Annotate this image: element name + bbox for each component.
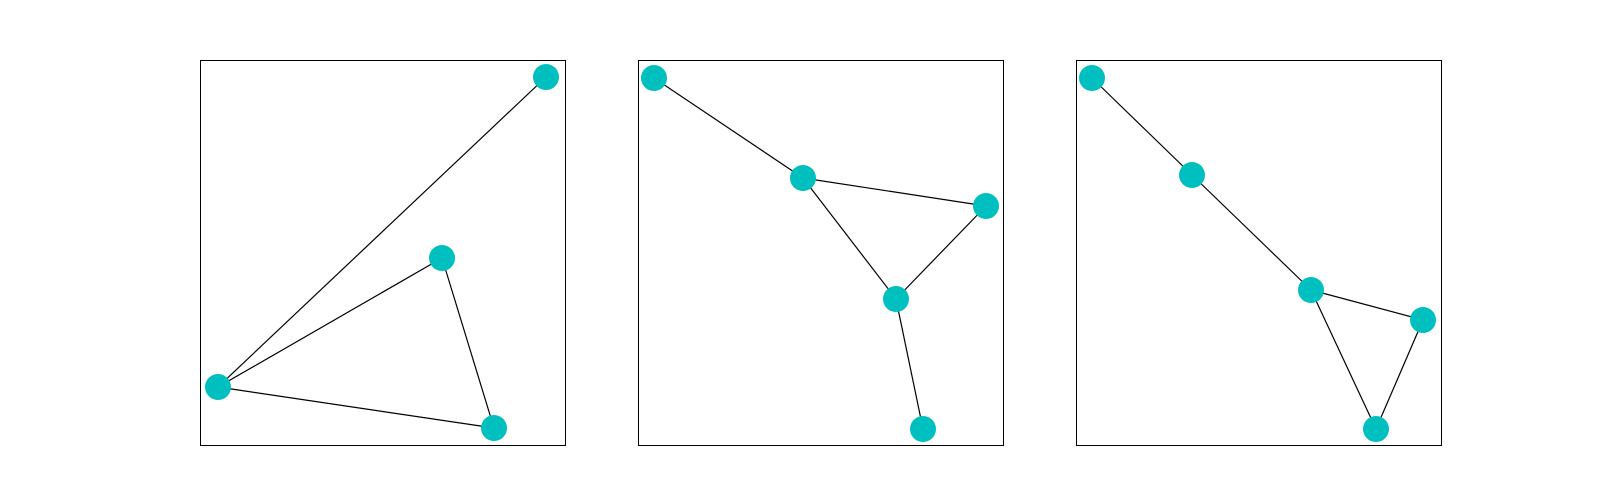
graph-edge-b-c (1191, 174, 1312, 291)
graph-node-b (1179, 162, 1205, 188)
graph-edge-b-d (802, 177, 897, 300)
panel-frame (1076, 60, 1442, 446)
graph-edge-a-b (1091, 77, 1193, 176)
graph-node-e (1363, 416, 1389, 442)
graph-panel-2 (638, 60, 1004, 446)
graph-node-c (429, 245, 455, 271)
graph-edge-c-d (895, 205, 987, 300)
graph-node-a (641, 65, 667, 91)
graph-node-b (205, 374, 231, 400)
graph-node-a (1079, 65, 1105, 91)
graph-edge-d-e (1375, 319, 1424, 430)
graph-node-b (790, 165, 816, 191)
panel-frame (638, 60, 1004, 446)
graph-panel-1 (200, 60, 566, 446)
graph-edge-c-d (441, 257, 495, 429)
graph-edge-c-d (1310, 289, 1424, 321)
graph-node-e (910, 416, 936, 442)
graph-node-d (883, 286, 909, 312)
graph-panel-3 (1076, 60, 1442, 446)
graph-edge-a-b (653, 77, 804, 179)
graph-node-a (533, 64, 559, 90)
graph-edge-c-e (1310, 289, 1377, 430)
graph-node-d (1410, 307, 1436, 333)
graph-edge-d-e (895, 298, 924, 430)
graph-edge-b-d (217, 386, 495, 429)
graph-edge-b-c (802, 177, 987, 207)
graph-edge-a-b (217, 76, 547, 388)
graph-node-d (481, 415, 507, 441)
panel-frame (200, 60, 566, 446)
graph-node-c (973, 193, 999, 219)
graph-node-c (1298, 277, 1324, 303)
graph-edge-b-c (217, 257, 443, 388)
